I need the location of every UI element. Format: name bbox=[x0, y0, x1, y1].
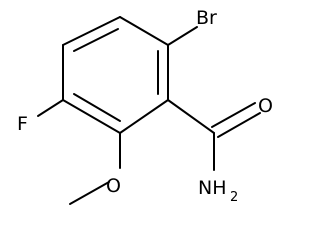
bond-carbonyl-double-b bbox=[217, 112, 261, 138]
bond-ring-to-f bbox=[37, 99, 64, 117]
ring-inner-bond-c3-c4 bbox=[73, 93, 121, 122]
ring-bond-c6-c1 bbox=[119, 16, 169, 46]
ring-bonds bbox=[62, 16, 169, 134]
atom-label-br: Br bbox=[196, 7, 217, 29]
ring-inner-bond-c1-c2 bbox=[73, 28, 119, 52]
bond-ring-to-carbonyl-c bbox=[167, 99, 215, 134]
atom-label-nh2-subscript: 2 bbox=[230, 190, 238, 205]
ring-bond-c3-c4 bbox=[62, 99, 121, 134]
atom-label-nh: NH bbox=[198, 177, 227, 199]
atom-labels: Br F O O NH 2 bbox=[17, 7, 273, 205]
atom-label-f: F bbox=[17, 113, 28, 135]
atom-label-methoxy-o: O bbox=[106, 175, 121, 197]
substituent-bonds bbox=[37, 26, 261, 205]
bond-methoxy-o-to-methyl bbox=[69, 181, 110, 205]
structure-diagram: Br F O O NH 2 bbox=[17, 7, 273, 205]
bond-carbonyl-double-a bbox=[211, 102, 256, 128]
atom-label-carbonyl-o: O bbox=[258, 95, 273, 117]
ring-bond-c1-c2 bbox=[62, 16, 121, 46]
bond-ring-to-br bbox=[167, 26, 198, 46]
ring-bond-c4-c5 bbox=[119, 99, 169, 134]
